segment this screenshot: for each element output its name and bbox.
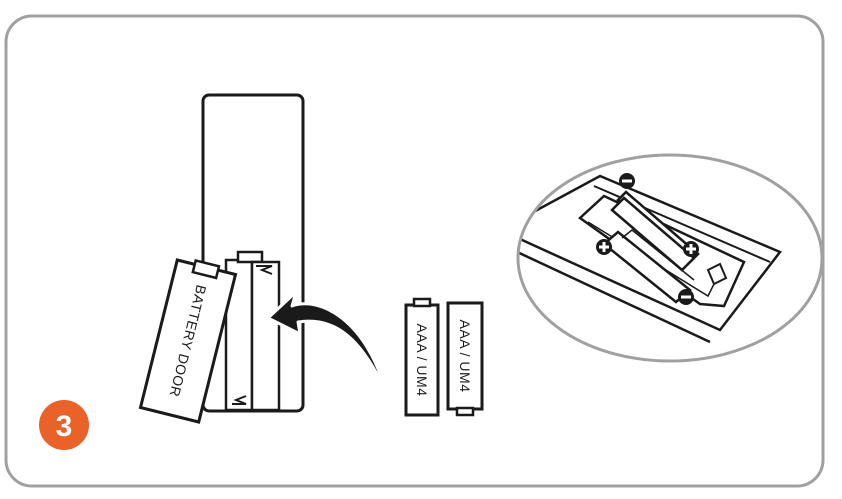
step-badge: 3 <box>39 400 89 450</box>
inset-zoom <box>516 153 824 363</box>
inset-remote-detail <box>518 174 782 344</box>
battery-1-label: AAA / UM4 <box>414 324 430 397</box>
installed-battery-right <box>250 260 281 412</box>
plus-icon <box>596 239 612 255</box>
inset-battery-lower <box>602 229 695 304</box>
battery-2-label: AAA / UM4 <box>457 320 473 393</box>
loose-battery-2: AAA / UM4 <box>446 301 484 417</box>
inset-outline <box>516 153 824 363</box>
minus-icon <box>678 289 694 305</box>
battery-door: BATTERY DOOR <box>138 258 238 424</box>
spring-contact-top <box>256 265 273 275</box>
battery-compartment <box>224 250 281 412</box>
plus-icon <box>683 241 699 257</box>
step-number: 3 <box>56 410 73 443</box>
loose-battery-1: AAA / UM4 <box>404 297 440 417</box>
curved-arrow-icon <box>266 290 388 394</box>
spring-contact-bottom <box>232 395 247 405</box>
inset-battery-upper <box>610 190 700 272</box>
minus-icon <box>619 173 635 189</box>
step-badge-circle <box>39 400 89 450</box>
